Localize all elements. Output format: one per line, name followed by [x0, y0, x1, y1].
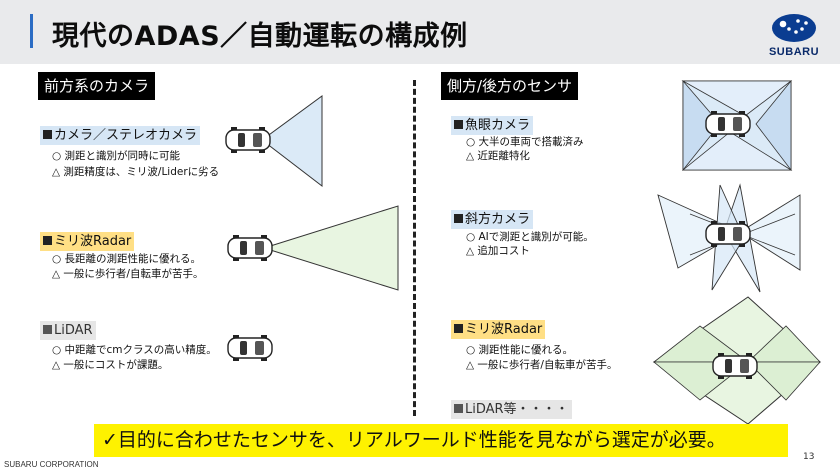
radar-con: △ 一般に歩行者/自転車が苦手。: [52, 268, 204, 280]
car-fisheye-icon: [705, 110, 751, 138]
side-radar-pro: ○ 測距性能に優れる。: [466, 344, 573, 356]
oblique-con: △ 追加コスト: [466, 245, 530, 257]
side-rear-sensor-heading: 側方/後方のセンサ: [441, 72, 579, 100]
radar-pro: ○ 長距離の測距性能に優れる。: [52, 253, 201, 265]
lidar-con: △ 一般にコストが課題。: [52, 359, 169, 371]
square-bullet-icon: [43, 236, 52, 245]
oblique-camera-label: 斜方カメラ: [451, 210, 534, 229]
side-radar-label: ミリ波Radar: [451, 320, 546, 339]
side-lidar-label: LiDAR等・・・・: [451, 400, 572, 419]
oblique-pro: ○ AIで測距と識別が可能。: [466, 231, 594, 243]
car-camera-icon: [225, 126, 271, 154]
lidar-label: LiDAR: [40, 321, 96, 340]
logo-wordmark: SUBARU: [768, 46, 820, 58]
page-title: 現代のADAS／自動運転の構成例: [52, 21, 468, 52]
section-divider: [413, 80, 416, 416]
square-bullet-icon: [454, 120, 463, 129]
lidar-pro: ○ 中距離でcmクラスの高い精度。: [52, 344, 217, 356]
car-radar-icon: [227, 234, 273, 262]
front-camera-heading: 前方系のカメラ: [38, 72, 156, 100]
camera-pro: ○ 測距と識別が同時に可能: [52, 150, 180, 162]
fisheye-pro: ○ 大半の車両で搭載済み: [466, 136, 584, 148]
car-side-radar-icon: [712, 352, 758, 380]
side-radar-con: △ 一般に歩行者/自転車が苦手。: [466, 359, 618, 371]
car-oblique-icon: [705, 220, 751, 248]
title-bar: [0, 0, 840, 64]
subaru-logo-icon: [772, 14, 816, 42]
square-bullet-icon: [43, 130, 52, 139]
camera-label: カメラ／ステレオカメラ: [40, 126, 201, 145]
car-lidar-icon: [227, 334, 273, 362]
square-bullet-icon: [454, 324, 463, 333]
camera-con: △ 測距精度は、ミリ波/Liderに劣る: [52, 166, 220, 178]
fisheye-con: △ 近距離特化: [466, 150, 530, 162]
square-bullet-icon: [454, 404, 463, 413]
radar-label: ミリ波Radar: [40, 232, 135, 251]
square-bullet-icon: [43, 325, 52, 334]
square-bullet-icon: [454, 214, 463, 223]
title-accent-bar: [30, 14, 33, 48]
conclusion-banner: ✓目的に合わせたセンサを、リアルワールド性能を見ながら選定が必要。: [94, 424, 788, 457]
fisheye-label: 魚眼カメラ: [451, 116, 534, 135]
footer-company: SUBARU CORPORATION: [4, 460, 99, 469]
page-number: 13: [803, 452, 815, 462]
